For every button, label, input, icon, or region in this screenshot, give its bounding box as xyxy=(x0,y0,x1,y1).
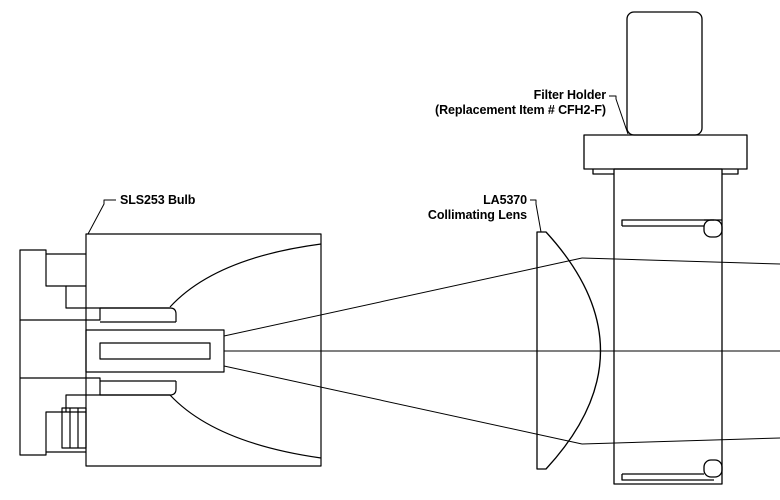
bulb-reflector xyxy=(169,243,322,308)
filter-holder-label: Filter Holder (Replacement Item # CFH2-F… xyxy=(420,88,606,118)
filter-holder-flange xyxy=(583,134,748,170)
filter xyxy=(626,11,703,136)
lens-label: LA5370 Collimating Lens xyxy=(400,193,527,223)
bulb-housing xyxy=(85,233,322,467)
bulb-assembly xyxy=(19,233,322,467)
bulb-label: SLS253 Bulb xyxy=(120,193,195,208)
collimating-lens xyxy=(536,231,602,470)
bulb-filament xyxy=(99,342,211,360)
bulb-reflector-lower xyxy=(169,394,322,459)
filter-holder-body xyxy=(613,168,723,485)
bulb-tube xyxy=(85,329,225,373)
leaders xyxy=(87,95,629,235)
lens-label-line2: Collimating Lens xyxy=(427,208,527,222)
filter-holder-assembly xyxy=(583,11,748,485)
filter-holder-label-line1: Filter Holder xyxy=(533,88,606,102)
filter-holder-label-line2: (Replacement Item # CFH2-F) xyxy=(435,103,606,117)
bulb-label-line1: SLS253 Bulb xyxy=(120,193,196,207)
light-rays xyxy=(223,257,780,445)
lens-label-line1: LA5370 xyxy=(483,193,527,207)
bulb-base-connector xyxy=(19,249,170,321)
